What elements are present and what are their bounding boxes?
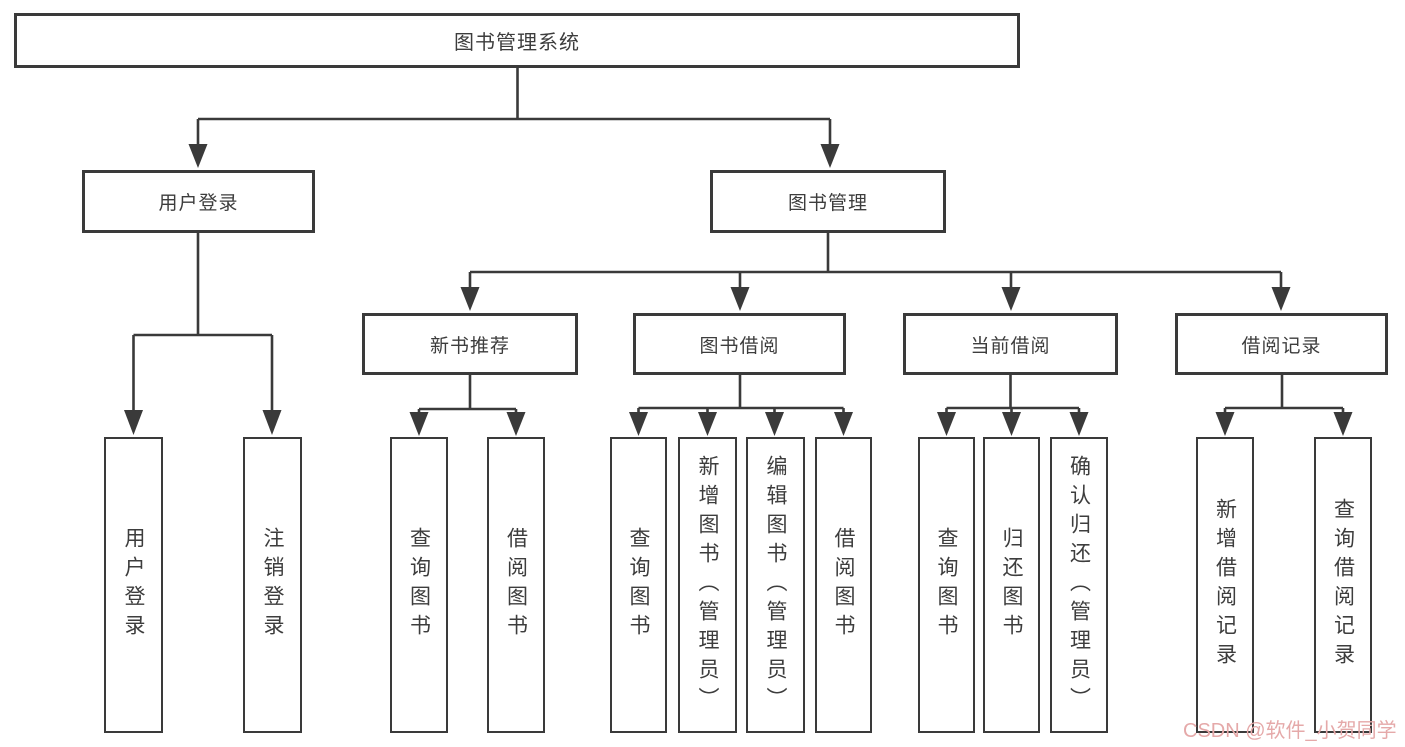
node-leaf-query-borrow-record: 查询借阅记录 bbox=[1314, 437, 1372, 733]
node-label: 图书管理 bbox=[787, 193, 868, 214]
arrowhead-icon bbox=[937, 412, 956, 436]
node-label: 确认归还（管理员） bbox=[1067, 454, 1091, 716]
arrowhead-icon bbox=[1215, 412, 1235, 436]
node-leaf-recommend-borrow-books: 借阅图书 bbox=[487, 437, 545, 733]
edge-root-to-level2 bbox=[188, 68, 840, 168]
node-leaf-add-borrow-record: 新增借阅记录 bbox=[1196, 437, 1254, 733]
arrowhead-icon bbox=[820, 144, 840, 168]
arrowhead-icon bbox=[765, 412, 784, 436]
arrowhead-icon bbox=[698, 412, 717, 436]
node-label: 用户登录 bbox=[122, 527, 145, 643]
arrowhead-icon bbox=[506, 412, 526, 436]
arrowhead-icon bbox=[460, 287, 480, 311]
node-book-management: 图书管理 bbox=[710, 170, 946, 233]
node-leaf-add-books-admin: 新增图书（管理员） bbox=[678, 437, 737, 733]
csdn-watermark: CSDN @软件_小贺同学 bbox=[1183, 720, 1397, 742]
edge-book-management-to-level3 bbox=[460, 233, 1291, 311]
arrowhead-icon bbox=[1271, 287, 1291, 311]
node-borrowing-records: 借阅记录 bbox=[1175, 313, 1388, 375]
node-leaf-edit-books-admin: 编辑图书（管理员） bbox=[746, 437, 805, 733]
edge-new-book-recommend-to-leaves bbox=[409, 375, 526, 436]
arrowhead-icon bbox=[188, 144, 208, 168]
node-label: 注销登录 bbox=[261, 527, 284, 643]
arrowhead-icon bbox=[1333, 412, 1353, 436]
node-label: 借阅记录 bbox=[1241, 335, 1322, 357]
node-current-borrowing: 当前借阅 bbox=[903, 313, 1118, 375]
node-label: 查询图书 bbox=[627, 527, 650, 643]
node-leaf-recommend-query-books: 查询图书 bbox=[390, 437, 448, 733]
node-label: 归还图书 bbox=[1000, 527, 1023, 643]
arrowhead-icon bbox=[262, 410, 282, 435]
node-label: 图书管理系统 bbox=[454, 32, 580, 54]
node-leaf-borrowing-query-books: 查询图书 bbox=[610, 437, 667, 733]
arrowhead-icon bbox=[730, 287, 750, 311]
node-label: 当前借阅 bbox=[970, 335, 1051, 357]
edge-user-login-to-leaves bbox=[124, 233, 282, 435]
arrowhead-icon bbox=[1069, 412, 1089, 436]
node-label: 查询图书 bbox=[407, 527, 431, 643]
edge-borrowing-records-to-leaves bbox=[1215, 375, 1353, 436]
node-leaf-current-query-books: 查询图书 bbox=[918, 437, 975, 733]
node-leaf-return-books: 归还图书 bbox=[983, 437, 1040, 733]
node-label: 借阅图书 bbox=[832, 527, 855, 643]
node-label: 查询借阅记录 bbox=[1331, 498, 1355, 672]
node-label: 新增图书（管理员） bbox=[696, 454, 719, 716]
node-label: 查询图书 bbox=[935, 527, 958, 643]
node-leaf-borrowing-borrow-books: 借阅图书 bbox=[815, 437, 872, 733]
node-label: 用户登录 bbox=[158, 193, 239, 214]
node-label: 借阅图书 bbox=[504, 527, 528, 643]
arrowhead-icon bbox=[124, 410, 143, 435]
node-leaf-logout: 注销登录 bbox=[243, 437, 302, 733]
node-label: 图书借阅 bbox=[699, 335, 780, 357]
node-label: 编辑图书（管理员） bbox=[764, 454, 787, 716]
node-library-management-system: 图书管理系统 bbox=[14, 13, 1020, 68]
arrowhead-icon bbox=[629, 412, 648, 436]
arrowhead-icon bbox=[409, 412, 429, 436]
node-user-login-branch: 用户登录 bbox=[82, 170, 315, 233]
node-new-book-recommend: 新书推荐 bbox=[362, 313, 578, 375]
edge-current-borrowing-to-leaves bbox=[937, 375, 1089, 436]
node-leaf-user-login: 用户登录 bbox=[104, 437, 163, 733]
node-book-borrowing: 图书借阅 bbox=[633, 313, 846, 375]
edge-book-borrowing-to-leaves bbox=[629, 375, 853, 436]
arrowhead-icon bbox=[834, 412, 853, 436]
node-leaf-confirm-return-admin: 确认归还（管理员） bbox=[1050, 437, 1108, 733]
arrowhead-icon bbox=[1001, 287, 1021, 311]
arrowhead-icon bbox=[1002, 412, 1021, 436]
node-label: 新书推荐 bbox=[429, 335, 510, 357]
node-label: 新增借阅记录 bbox=[1213, 498, 1237, 672]
